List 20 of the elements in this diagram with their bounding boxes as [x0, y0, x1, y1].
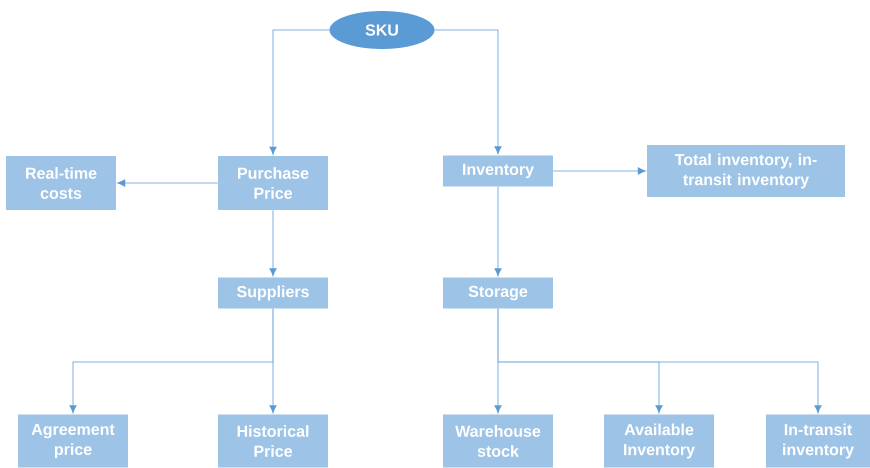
- process-box: Storage: [443, 278, 553, 308]
- process-box: Suppliers: [218, 278, 328, 308]
- arrow: [498, 308, 822, 414]
- arrow: [117, 179, 218, 187]
- process-box: Warehouse stock: [443, 414, 553, 468]
- oval-node: SKU: [330, 11, 434, 49]
- process-box: Inventory: [443, 156, 553, 186]
- process-box: Available Inventory: [604, 414, 714, 468]
- process-box: Real-time costs: [6, 156, 116, 210]
- arrow: [269, 30, 330, 155]
- arrow: [494, 186, 502, 276]
- arrow: [552, 167, 646, 175]
- process-box: In-transit inventory: [766, 414, 870, 468]
- arrow: [434, 30, 502, 154]
- process-box: Total inventory, in-transit inventory: [647, 145, 845, 197]
- process-box: Agreement price: [18, 414, 128, 468]
- arrow: [269, 308, 277, 414]
- process-box: Historical Price: [218, 414, 328, 468]
- arrow: [269, 210, 277, 276]
- process-box: Purchase Price: [218, 156, 328, 210]
